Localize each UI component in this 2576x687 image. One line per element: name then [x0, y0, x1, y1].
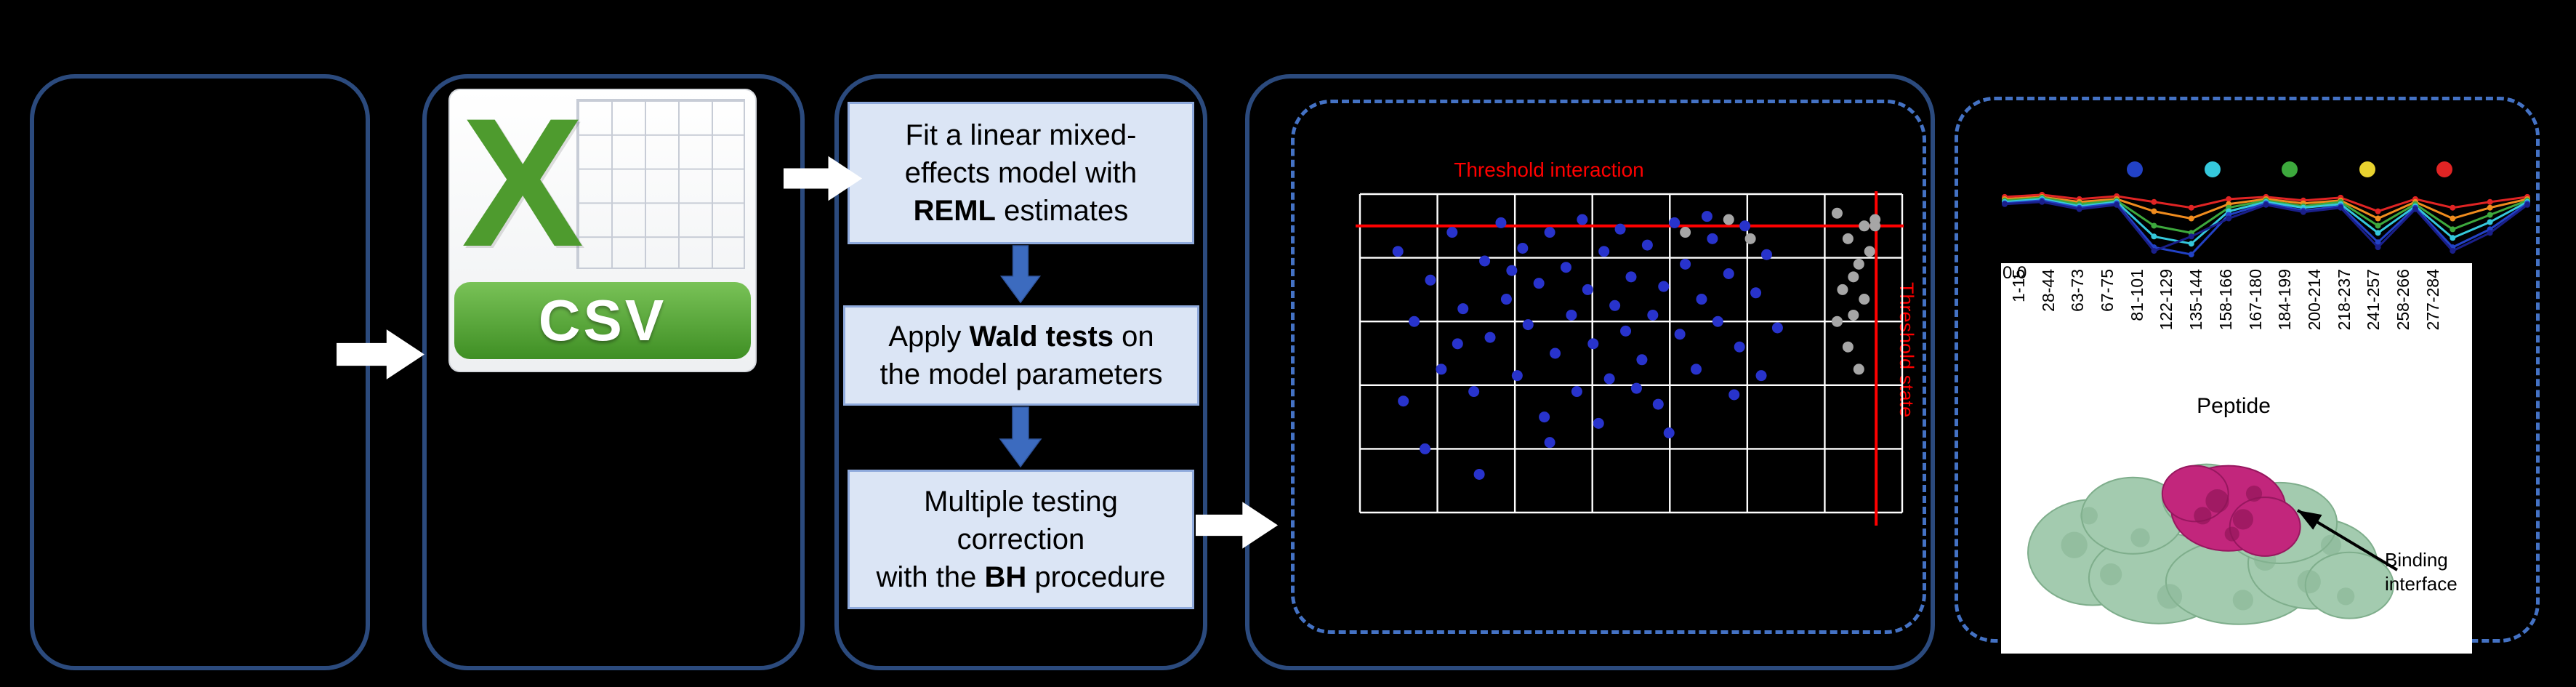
flow-arrow-right-2 — [784, 156, 863, 201]
csv-banner-label: CSV — [538, 288, 667, 353]
peptide-axis-ticks: 1-15 28-44 63-73 67-75 81-101 122-129 135-144 1… — [2009, 269, 2442, 389]
peptide-tick-label: 67-75 — [2098, 269, 2117, 312]
uptake-line-chart — [2002, 191, 2530, 258]
peptide-results-card: 0.0 1-15 28-44 63-73 67-75 81-101 122-129 135-… — [2001, 263, 2472, 654]
timepoint-legend-dots — [2127, 161, 2452, 177]
peptide-tick-label: 122-129 — [2157, 269, 2176, 331]
csv-banner: CSV — [454, 282, 751, 359]
timepoint-5-dot-icon — [2436, 161, 2452, 177]
excel-x-logo: X — [462, 81, 584, 285]
csv-file-panel — [422, 74, 805, 670]
peptide-axis-label: Peptide — [2197, 394, 2271, 418]
binding-interface-arrow-icon — [2296, 509, 2399, 571]
threshold-interaction-label: Threshold interaction — [1454, 158, 1644, 181]
peptide-tick-label: 218-237 — [2334, 269, 2354, 331]
global-results-dashed-frame — [1291, 100, 1926, 634]
peptide-tick-label: 135-144 — [2186, 269, 2206, 331]
timepoint-1-dot-icon — [2127, 161, 2143, 177]
protein-structure — [2027, 463, 2394, 625]
pipeline-down-arrow-1 — [999, 245, 1042, 304]
binding-interface-label: Binding interface — [2385, 549, 2458, 595]
input-data-panel — [30, 74, 370, 670]
peptide-tick-label: 184-199 — [2275, 269, 2295, 331]
peptide-tick-label: 277-284 — [2423, 269, 2442, 331]
peptide-tick-label: 200-214 — [2304, 269, 2324, 331]
timepoint-3-dot-icon — [2282, 161, 2298, 177]
peptide-tick-label: 81-101 — [2127, 269, 2146, 321]
statistical-pipeline-panel — [834, 74, 1207, 670]
peptide-tick-label: 158-166 — [2215, 269, 2235, 331]
spreadsheet-grid — [576, 99, 745, 269]
peptide-tick-label: 1-15 — [2009, 269, 2028, 303]
pipeline-down-arrow-2 — [999, 406, 1042, 468]
csv-file-icon: X CSV — [448, 89, 757, 372]
timepoint-2-dot-icon — [2204, 161, 2221, 177]
peptide-tick-label: 258-266 — [2393, 269, 2412, 331]
timepoint-4-dot-icon — [2359, 161, 2375, 177]
global-results-panel — [1245, 74, 1935, 670]
peptide-tick-label: 167-180 — [2245, 269, 2265, 331]
y-axis-tick-label: 0.0 — [2003, 263, 2027, 283]
peptide-tick-label: 241-257 — [2364, 269, 2383, 331]
peptide-tick-label: 63-73 — [2068, 269, 2088, 312]
peptide-tick-label: 28-44 — [2038, 269, 2058, 312]
flow-arrow-right-1 — [337, 329, 424, 379]
flow-arrow-right-3 — [1196, 502, 1279, 549]
significance-scatter-plot — [1356, 191, 1904, 526]
